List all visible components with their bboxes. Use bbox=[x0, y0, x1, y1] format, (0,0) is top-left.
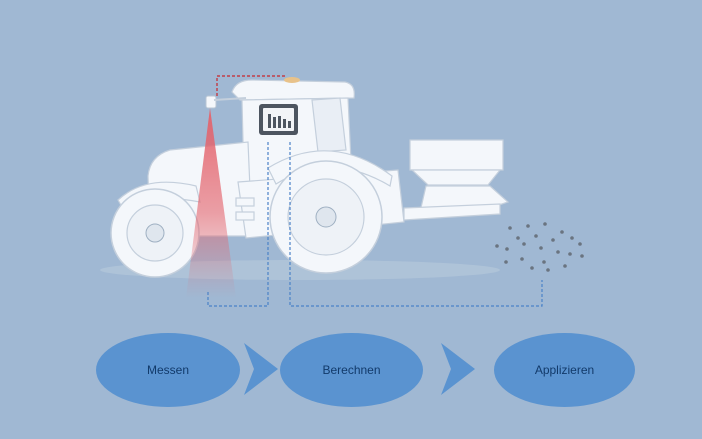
data-flow-lines bbox=[207, 142, 543, 307]
step-measure: Messen bbox=[96, 333, 240, 407]
step-compute: Berechnen bbox=[280, 333, 423, 407]
terminal-display bbox=[259, 104, 298, 135]
arrow-right-icon bbox=[441, 343, 475, 395]
step-apply: Applizieren bbox=[494, 333, 635, 407]
step-measure-label: Messen bbox=[146, 363, 190, 377]
step-apply-label: Applizieren bbox=[534, 363, 595, 377]
rear-wheel bbox=[269, 160, 383, 274]
arrow-right-icon bbox=[244, 343, 278, 395]
tractor-illustration bbox=[100, 75, 584, 307]
crop-sensor bbox=[205, 95, 247, 109]
fertilizer-spreader bbox=[403, 139, 510, 221]
front-wheel bbox=[110, 188, 200, 278]
sensor-signal-line bbox=[216, 75, 286, 96]
sensor-beam bbox=[186, 108, 236, 298]
granule-spread bbox=[495, 222, 584, 272]
roof-beacon bbox=[284, 77, 300, 83]
step-compute-label: Berechnen bbox=[322, 363, 381, 377]
